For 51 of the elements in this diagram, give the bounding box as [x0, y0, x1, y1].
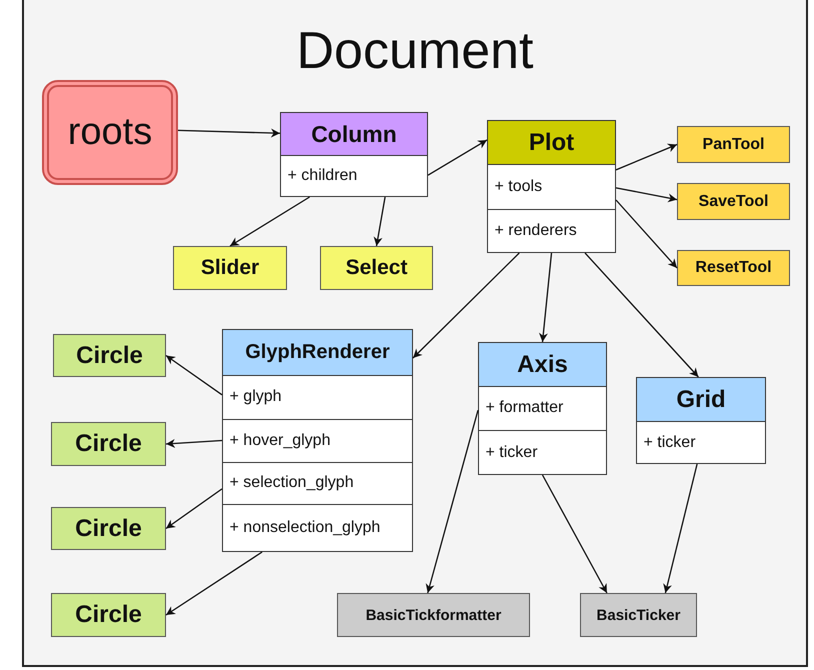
attribute-label: + selection_glyph [228, 474, 354, 492]
arrow [166, 488, 222, 530]
class-box: ResetTool [677, 250, 790, 286]
class-header: Axis [479, 343, 606, 387]
class-box [487, 120, 616, 253]
attribute-label: + renderers [494, 222, 577, 240]
arrow [616, 144, 678, 170]
arrow [616, 200, 678, 268]
class-box: Circle [51, 507, 166, 550]
arrow [178, 128, 280, 138]
class-box [478, 342, 607, 475]
arrow [663, 464, 698, 594]
arrow [374, 196, 386, 246]
arrow [166, 438, 222, 448]
arrow [542, 474, 608, 594]
class-box: Circle [51, 593, 166, 637]
attribute-label: + children [286, 167, 358, 185]
attribute-label: + hover_glyph [228, 432, 330, 450]
arrow [538, 252, 552, 342]
attribute-label: + tools [494, 178, 542, 196]
arrow [426, 410, 479, 594]
class-box: Slider [173, 246, 287, 290]
class-box: Circle [53, 334, 166, 377]
roots-box: roots [42, 80, 178, 185]
attribute-label: + glyph [228, 388, 282, 406]
attribute-label: + ticker [484, 444, 538, 462]
arrow [616, 187, 678, 202]
class-header: GlyphRenderer [223, 330, 412, 376]
arrow [428, 139, 488, 176]
class-header: Plot [488, 121, 615, 165]
attribute-label: + formatter [484, 399, 564, 417]
class-box: Circle [51, 422, 166, 466]
class-box: BasicTickformatter [337, 593, 530, 637]
arrow [166, 354, 222, 396]
attribute-label: + ticker [642, 434, 696, 452]
class-box: PanTool [677, 126, 790, 163]
arrow [412, 252, 520, 358]
arrow [230, 196, 310, 247]
class-header: Column [281, 113, 427, 156]
attribute-label: + nonselection_glyph [228, 519, 380, 537]
class-box [222, 329, 413, 552]
class-box: SaveTool [677, 183, 790, 220]
class-box [636, 377, 766, 464]
class-box: Select [320, 246, 433, 290]
arrow [166, 551, 262, 616]
arrow [584, 252, 699, 378]
class-header: Grid [637, 378, 765, 422]
document-title: Document [296, 21, 534, 81]
class-box: BasicTicker [580, 593, 697, 637]
document-frame [22, 0, 808, 667]
class-box [280, 112, 428, 197]
